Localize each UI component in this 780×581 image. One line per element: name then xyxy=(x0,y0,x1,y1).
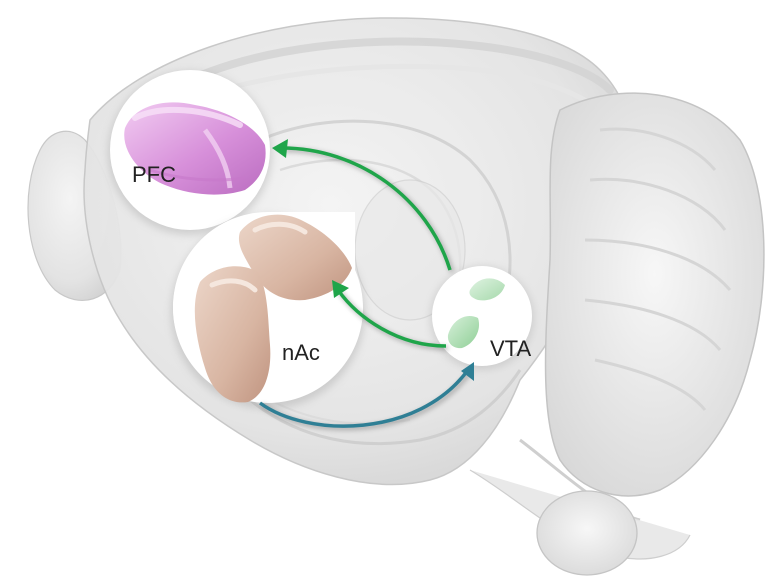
nac-label: nAc xyxy=(282,340,320,365)
vta-label: VTA xyxy=(490,336,531,361)
vta-region: VTA xyxy=(430,266,534,370)
nac-region: nAc xyxy=(171,212,365,409)
pfc-label: PFC xyxy=(132,162,176,187)
pfc-region: PFC xyxy=(108,70,272,235)
